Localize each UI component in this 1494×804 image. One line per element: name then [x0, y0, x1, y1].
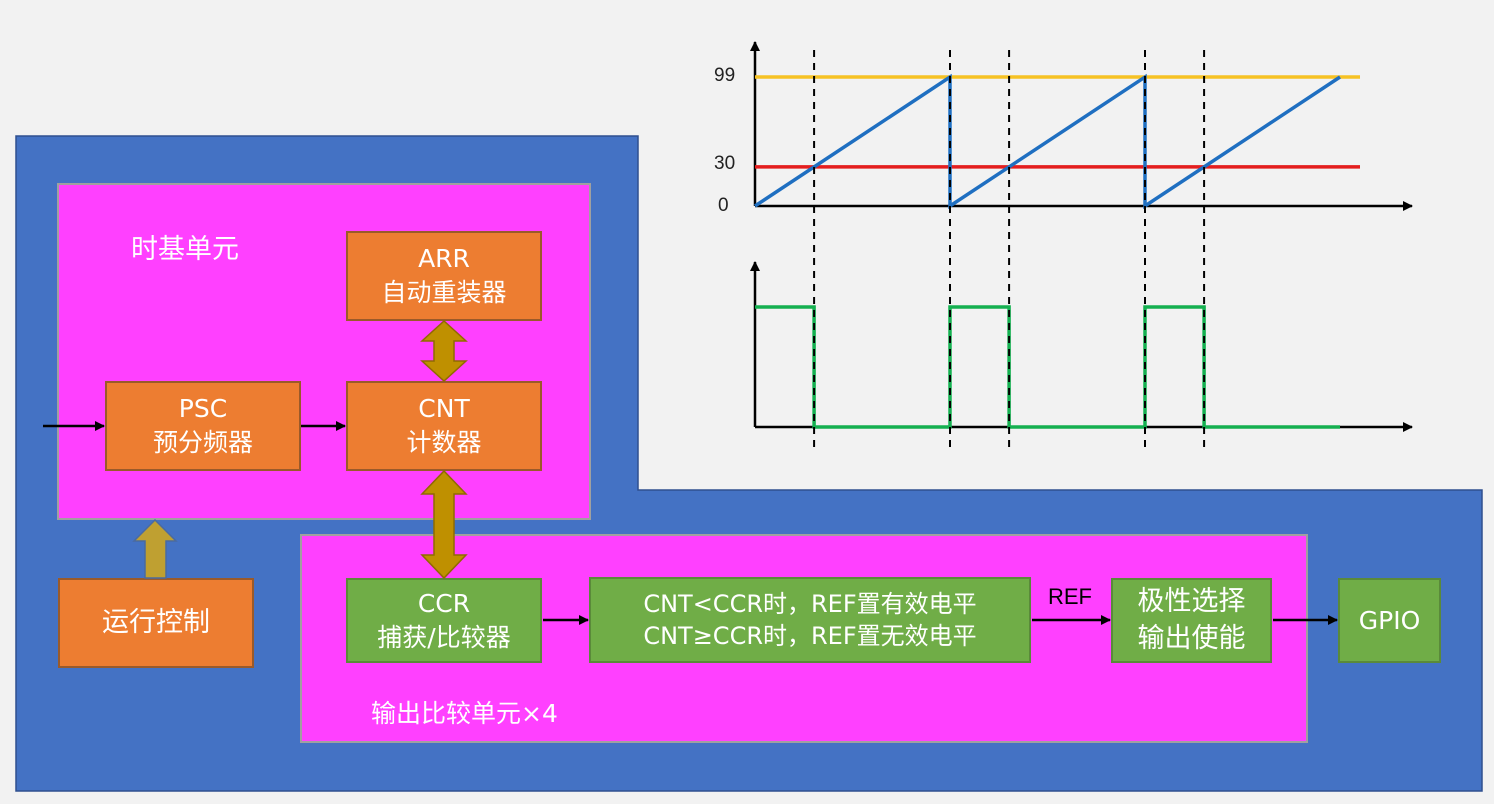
y-tick-label-30: 30	[714, 153, 736, 174]
cnt-block-subtitle: 计数器	[406, 428, 482, 457]
psc-prescaler-block: PSC 预分频器	[105, 381, 301, 471]
run-control-up-arrow	[132, 518, 178, 579]
polarity-block-line1: 极性选择	[1137, 586, 1246, 618]
ref-pwm-waveform	[755, 305, 1340, 429]
arr-cnt-bidirectional-arrow	[420, 319, 468, 383]
output-compare-unit-label: 输出比较单元×4	[371, 699, 558, 728]
compare-rule-block: CNT<CCR时，REF置有效电平 CNT≥CCR时，REF置无效电平	[589, 577, 1031, 663]
ccr-capture-compare-block: CCR 捕获/比较器	[346, 578, 542, 663]
cnt-sawtooth-line	[754, 73, 1341, 210]
polarity-output-enable-block: 极性选择 输出使能	[1111, 578, 1272, 663]
y-tick-label-99: 99	[714, 65, 736, 86]
y-tick-label-0: 0	[718, 195, 729, 216]
cnt-block-title: CNT	[418, 394, 470, 424]
ccr-block-subtitle: 捕获/比较器	[377, 622, 511, 652]
run-control-block: 运行控制	[58, 578, 254, 668]
gpio-label: GPIO	[1358, 605, 1421, 635]
arr-block-subtitle: 自动重装器	[381, 278, 507, 307]
compare-rule-line2: CNT≥CCR时，REF置无效电平	[643, 622, 977, 650]
time-base-unit-label: 时基单元	[131, 234, 239, 265]
ref-signal-label: REF	[1048, 584, 1092, 609]
cnt-counter-block: CNT 计数器	[346, 381, 542, 471]
gpio-block: GPIO	[1338, 578, 1441, 663]
psc-block-title: PSC	[178, 394, 228, 424]
compare-rule-line1: CNT<CCR时，REF置有效电平	[643, 589, 977, 618]
arr-block-title: ARR	[418, 244, 470, 274]
psc-block-subtitle: 预分频器	[152, 428, 253, 457]
run-control-label: 运行控制	[102, 606, 210, 638]
ccr-block-title: CCR	[417, 588, 471, 618]
arr-auto-reload-block: ARR 自动重装器	[346, 231, 542, 321]
polarity-block-line2: 输出使能	[1137, 622, 1246, 654]
cnt-ccr-bidirectional-arrow	[420, 469, 468, 580]
